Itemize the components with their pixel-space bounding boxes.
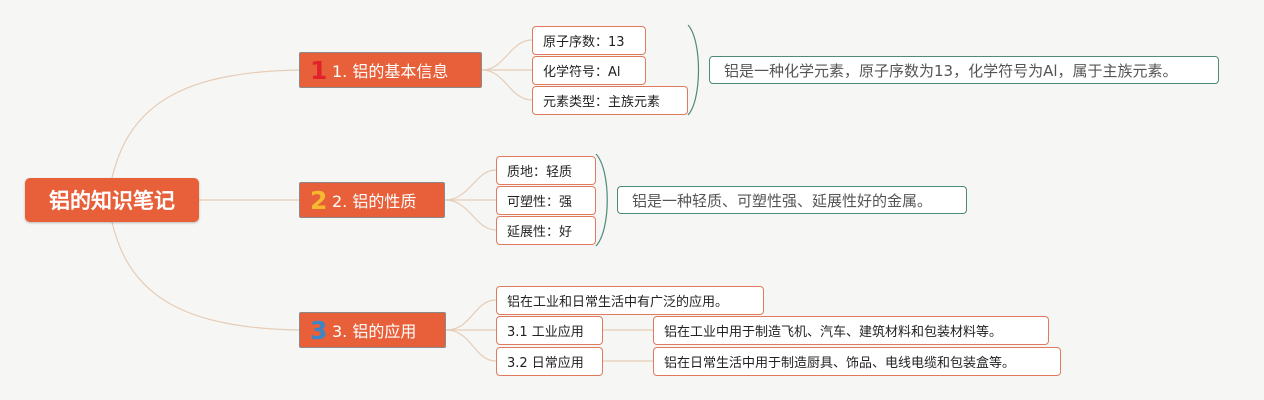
branch-2-summary[interactable]: 铝是一种轻质、可塑性强、延展性好的金属。: [617, 186, 967, 214]
branch-3-detail-daily[interactable]: 铝在日常生活中用于制造厨具、饰品、电线电缆和包装盒等。: [653, 347, 1061, 376]
branch-2-label: 2. 铝的性质: [332, 192, 417, 211]
item-label: 元素类型：主族元素: [543, 95, 661, 110]
branch-1-item-element-type[interactable]: 元素类型：主族元素: [532, 86, 688, 115]
branch-1-summary[interactable]: 铝是一种化学元素，原子序数为13，化学符号为Al，属于主族元素。: [709, 56, 1219, 84]
connector-b2-leaf-3: [444, 199, 497, 231]
connector-b2-leaf-1: [444, 169, 497, 201]
branch-2-item-plasticity[interactable]: 可塑性：强: [496, 186, 596, 215]
item-label: 原子序数：13: [543, 35, 625, 50]
branch-1-number-icon: 1: [310, 55, 328, 85]
branch-3-detail-industrial[interactable]: 铝在工业中用于制造飞机、汽车、建筑材料和包装材料等。: [653, 316, 1049, 345]
item-label: 3.2 日常应用: [507, 356, 584, 371]
summary-bracket-1: [687, 24, 700, 116]
branch-2-properties[interactable]: 2 2. 铝的性质: [299, 182, 445, 218]
root-topic-label: 铝的知识笔记: [49, 189, 175, 213]
branch-3-item-overview[interactable]: 铝在工业和日常生活中有广泛的应用。: [496, 286, 764, 315]
branch-1-item-symbol[interactable]: 化学符号：Al: [532, 56, 646, 85]
branch-2-number-icon: 2: [310, 185, 328, 215]
branch-2-item-ductility[interactable]: 延展性：好: [496, 216, 596, 245]
branch-2-item-texture[interactable]: 质地：轻质: [496, 156, 596, 185]
root-topic[interactable]: 铝的知识笔记: [25, 178, 199, 222]
item-label: 铝在工业和日常生活中有广泛的应用。: [507, 295, 729, 310]
detail-text: 铝在日常生活中用于制造厨具、饰品、电线电缆和包装盒等。: [664, 356, 1016, 371]
branch-3-label: 3. 铝的应用: [332, 322, 417, 341]
branch-3-number-icon: 3: [310, 315, 328, 345]
branch-1-label: 1. 铝的基本信息: [332, 62, 449, 81]
item-label: 延展性：好: [507, 225, 573, 240]
connector-b1-leaf-3: [481, 69, 533, 101]
summary-bracket-2: [595, 153, 608, 247]
connector-b3-leaf-1: [445, 299, 497, 331]
item-label: 质地：轻质: [507, 165, 573, 180]
summary-text: 铝是一种化学元素，原子序数为13，化学符号为Al，属于主族元素。: [724, 61, 1178, 80]
item-label: 3.1 工业应用: [507, 325, 584, 340]
connector-root-branch-3: [111, 221, 300, 331]
connector-b1-leaf-1: [481, 39, 533, 71]
item-label: 化学符号：Al: [543, 65, 621, 80]
connector-root-branch-1: [111, 69, 300, 179]
summary-text: 铝是一种轻质、可塑性强、延展性好的金属。: [632, 191, 933, 210]
item-label: 可塑性：强: [507, 195, 573, 210]
branch-1-item-atomic-number[interactable]: 原子序数：13: [532, 26, 646, 55]
detail-text: 铝在工业中用于制造飞机、汽车、建筑材料和包装材料等。: [664, 325, 1003, 340]
branch-1-basic-info[interactable]: 1 1. 铝的基本信息: [299, 52, 482, 88]
branch-3-item-industrial[interactable]: 3.1 工业应用: [496, 316, 603, 345]
branch-3-applications[interactable]: 3 3. 铝的应用: [299, 312, 446, 348]
connector-b3-leaf-3: [445, 329, 497, 362]
branch-3-item-daily[interactable]: 3.2 日常应用: [496, 347, 603, 376]
